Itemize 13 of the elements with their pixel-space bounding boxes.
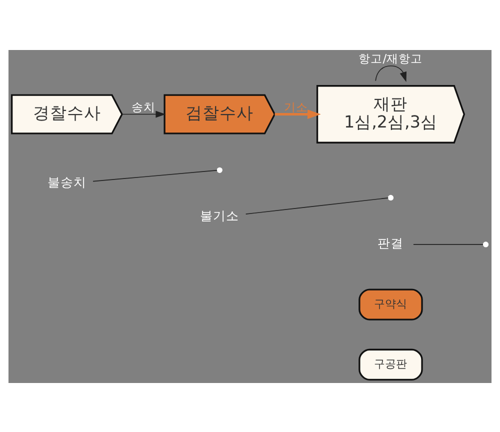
arrow: [274, 109, 321, 118]
node-text: 판결: [378, 234, 404, 250]
connector: [245, 197, 389, 214]
node-text: 불송치: [47, 174, 86, 189]
node-box: 구공판: [358, 348, 423, 380]
edge-label: 항고/재항고: [358, 51, 423, 66]
edge-label: 기소: [284, 100, 308, 114]
arrow: [122, 110, 166, 118]
arrow: [375, 64, 407, 82]
node-box: 구약식: [358, 288, 423, 320]
connector: [92, 169, 218, 182]
edge-label: 송치: [131, 100, 156, 114]
node-text: 불기소: [200, 207, 240, 222]
